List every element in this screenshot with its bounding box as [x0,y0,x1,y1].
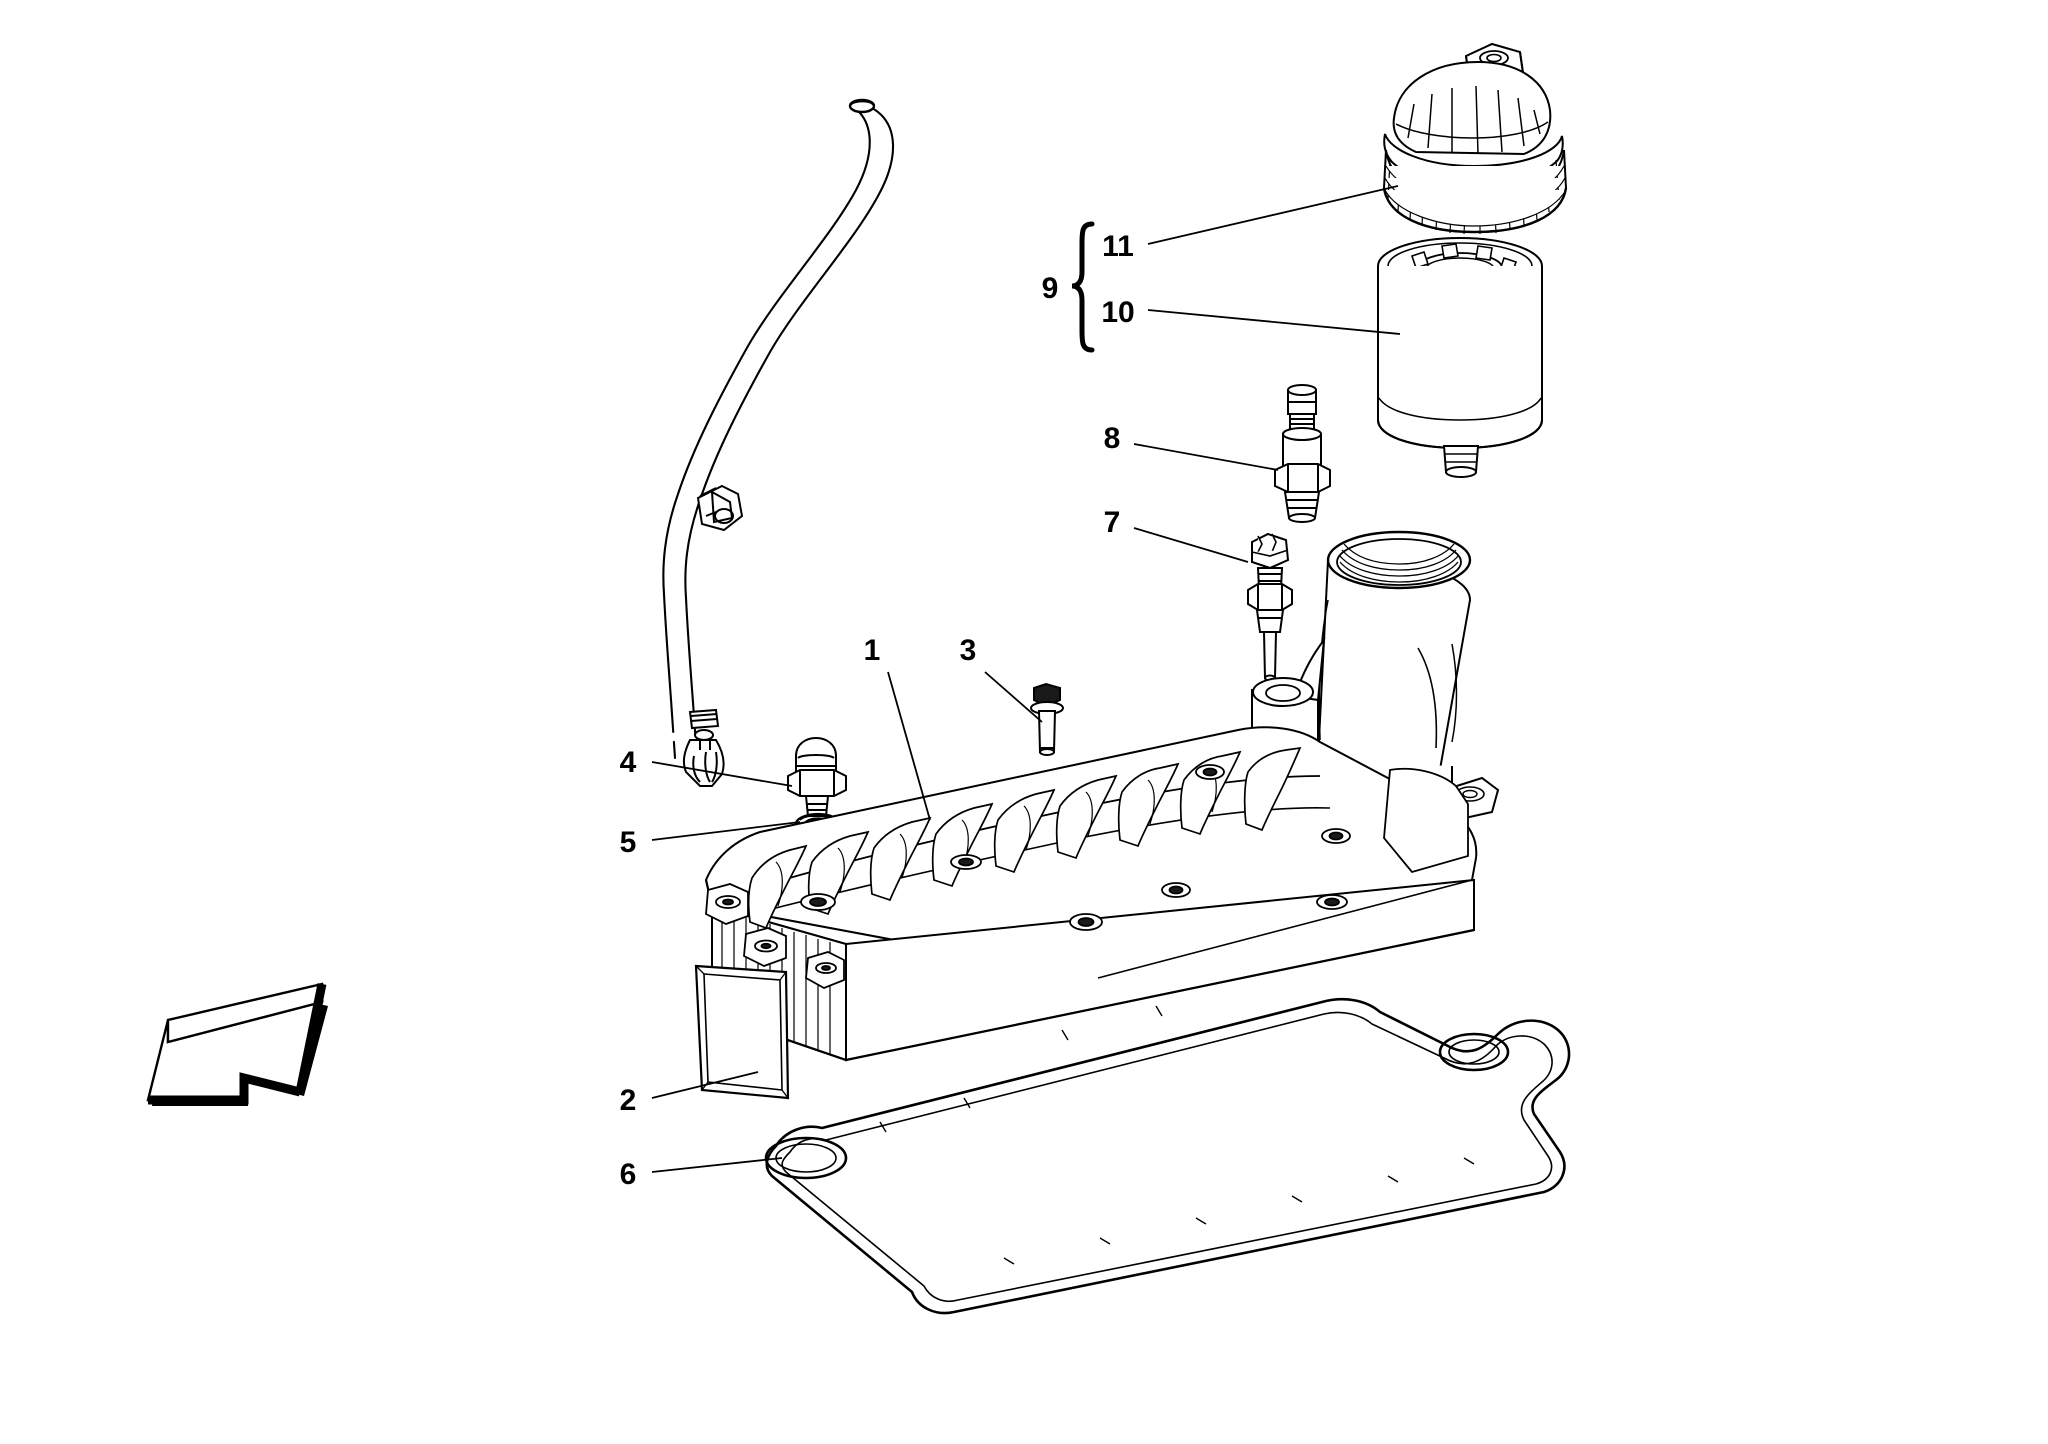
callout-label-3: 3 [960,634,977,667]
oil-drain-plug [787,736,847,817]
leader-11 [1147,185,1399,245]
callout-label-6: 6 [620,1158,637,1191]
leader-4 [651,761,793,787]
leader-6 [651,1157,783,1173]
oil-filter-cap [1382,42,1568,235]
callout-group-brace [1071,221,1095,353]
leader-7 [1133,527,1249,563]
leader-3 [984,671,1043,723]
dipstick-handle [696,484,744,532]
leader-2 [651,1071,759,1099]
oil-temperature-sensor [1247,532,1293,682]
callout-label-2: 2 [620,1084,637,1117]
oil-dipstick-tube [662,98,895,762]
callout-label-5: 5 [620,826,637,859]
callout-label-4: 4 [620,746,637,779]
oil-sump-pan [704,726,1478,1062]
callout-leader-lines [651,185,1401,1173]
callout-label-10: 10 [1101,296,1134,329]
leader-10 [1147,309,1401,335]
leader-8 [1133,443,1279,471]
dipstick-blade [682,708,725,787]
callout-numbers: 1 2 3 4 5 6 7 8 9 10 11 [620,230,1135,1191]
oil-pressure-sensor [1274,384,1331,523]
forward-direction-arrow [146,982,328,1106]
callout-label-1: 1 [864,634,881,667]
rectangular-gasket [694,964,790,1100]
flange-bolt [1030,682,1064,756]
oil-filter-cartridge [1376,237,1544,478]
callout-label-7: 7 [1104,506,1121,539]
callout-label-8: 8 [1104,422,1121,455]
callout-label-11: 11 [1102,230,1134,263]
leader-5 [651,821,801,841]
sump-perimeter-gasket [764,998,1571,1315]
callout-label-9: 9 [1042,272,1059,305]
leader-1 [887,671,931,821]
